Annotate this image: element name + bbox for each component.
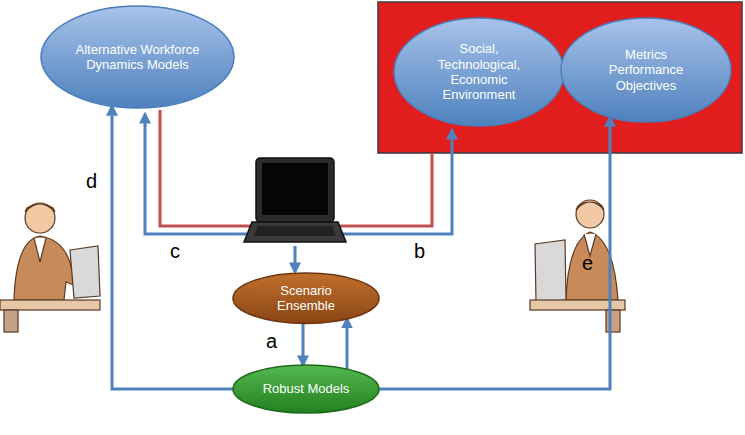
callout-letter: e <box>582 252 593 275</box>
callout-letter: b <box>414 240 425 263</box>
laptop-wire <box>160 110 432 226</box>
flow-arrow <box>379 117 610 389</box>
callout-letter: d <box>86 170 97 193</box>
person-at-computer <box>0 203 100 332</box>
node-text: Robust Models <box>263 381 350 396</box>
callout-letter: c <box>170 240 180 263</box>
laptop-icon <box>244 158 346 242</box>
node-text: Social, Technological, Economic Environm… <box>423 41 535 102</box>
environment-ellipse: Social, Technological, Economic Environm… <box>393 17 565 127</box>
node-text: Metrics Performance Objectives <box>588 47 704 93</box>
scenario-ellipse: Scenario Ensemble <box>232 272 380 324</box>
model-ellipse: Alternative Workforce Dynamics Models <box>40 5 235 109</box>
node-text: Alternative Workforce Dynamics Models <box>73 42 203 73</box>
red-panel <box>378 2 742 153</box>
node-text: Scenario Ensemble <box>256 283 356 314</box>
flow-arrow <box>346 319 349 369</box>
metrics-ellipse: Metrics Performance Objectives <box>560 17 732 123</box>
laptop-arrow <box>145 114 452 272</box>
flow-arrow <box>112 106 233 389</box>
callout-letter: a <box>266 330 277 353</box>
robust-ellipse: Robust Models <box>232 364 380 414</box>
flow-arrow <box>302 323 305 365</box>
